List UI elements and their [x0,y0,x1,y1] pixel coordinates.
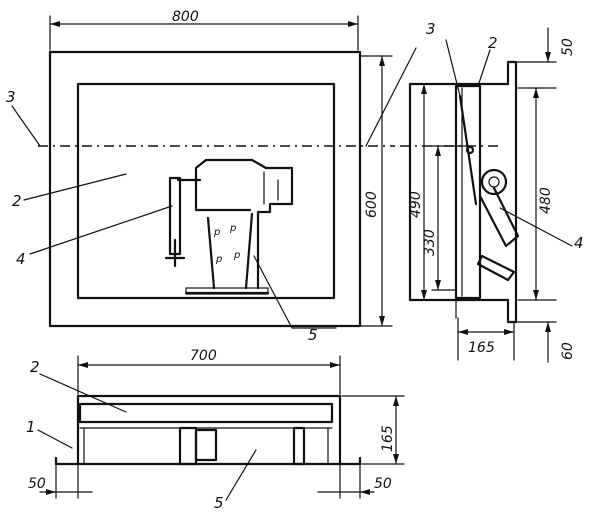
front-outer-frame [48,50,362,328]
plan-panel [78,402,334,424]
plan-outline [54,394,362,466]
leader-4-front [29,205,173,255]
mechanism-housing [194,158,294,290]
dim-800-arrow-right [348,21,358,27]
dim-165-side-label: 165 [468,340,495,356]
side-tilt-blade [458,94,478,206]
dim-490-arrow-top [421,84,427,94]
stand-mark-3: p [215,254,222,265]
leader-5-front [253,255,293,329]
dim-600-arrow-top [379,56,385,66]
dim-330-arrow-bottom [435,280,441,290]
dim-700-label: 700 [190,348,217,364]
callout-3-front: 3 [6,88,16,106]
stand-mark-2: p [229,223,236,234]
leader-1-plan [37,429,73,449]
side-top-flange [506,60,518,86]
stand-mark-1: p [213,227,220,238]
leader-2-front [23,173,127,201]
drive-wheel [480,168,508,196]
drive-link [476,254,516,282]
front-mechanism: p p p p [164,158,294,295]
leader-3-side-a [365,47,417,147]
dim-490-label: 490 [408,191,424,218]
leader-4-side [499,207,573,247]
leader-2-plan [39,373,127,413]
callout-4-side: 4 [574,234,584,252]
dim-50-right-label: 50 [374,476,392,492]
dim-50-top-label: 50 [560,38,576,56]
dim-165-side-arrow-right [504,329,514,335]
mechanism-stand [206,212,254,290]
callout-2-side: 2 [488,34,498,52]
drive-lever [478,186,520,248]
side-panel [454,84,482,300]
dim-165-plan-arrow-top [393,396,399,406]
callout-1-plan: 1 [26,418,36,436]
front-inner-frame [76,82,336,300]
dim-600-arrow-bottom [379,316,385,326]
callout-2-front: 2 [12,192,22,210]
dim-490-arrow-bottom [421,290,427,300]
dim-165-plan-label: 165 [380,425,396,452]
leader-2-side [477,49,491,87]
dim-480-arrow-top [533,88,539,98]
plan-mechanism-right [292,426,306,466]
stand-mark-4: p [233,250,240,261]
callout-2-plan: 2 [30,358,40,376]
front-view: p p p p 800 600 3 2 4 5 [6,9,395,344]
drive-wheel-hub [488,176,500,188]
dim-50-right-arrow [360,489,370,495]
plan-mechanism-body [194,428,218,462]
mechanism-housing-lower [194,176,252,212]
dim-480-label: 480 [538,187,554,214]
leader-5-plan [225,449,257,501]
leader-3-front [11,105,41,147]
dim-800-label: 800 [172,9,199,25]
dim-800-arrow-left [50,21,60,27]
side-bottom-flange [506,298,518,324]
dim-50-top-arrow [545,52,551,62]
plan-view: 700 165 50 50 2 1 5 [26,348,405,512]
callout-4-front: 4 [16,250,26,268]
plan-mechanism-left [178,426,198,466]
callout-5-plan: 5 [214,494,224,512]
callout-3-side: 3 [426,20,436,38]
dim-60-bottom-label: 60 [560,342,576,360]
dim-330-label: 330 [422,229,438,256]
side-view: 490 330 480 50 60 165 3 [365,20,584,363]
callout-5-front: 5 [308,326,318,344]
dim-165-side-arrow-left [458,329,468,335]
dim-700-arrow-left [78,362,88,368]
dim-330-arrow-top [435,146,441,156]
dim-480-arrow-bottom [533,290,539,300]
dim-600-label: 600 [364,191,380,218]
dim-50-left-arrow [46,489,56,495]
leader-3-side-b [445,39,461,97]
dim-165-plan-arrow-bottom [393,454,399,464]
dim-50-left-label: 50 [28,476,46,492]
dim-60-bottom-arrow [545,322,551,332]
mechanism-foot [185,287,269,295]
dim-700-arrow-right [330,362,340,368]
